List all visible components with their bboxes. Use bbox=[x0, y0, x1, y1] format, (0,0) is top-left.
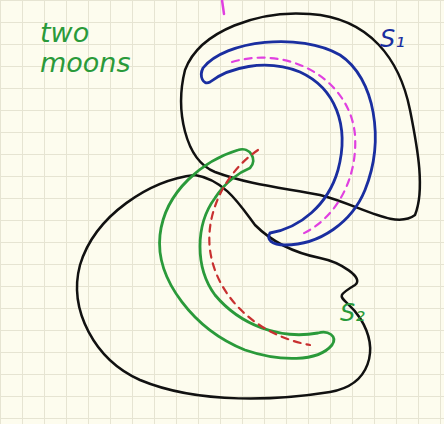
moon-outline bbox=[201, 42, 375, 245]
moon-center-curve bbox=[232, 58, 355, 235]
pen-mark bbox=[222, 0, 224, 14]
moon-outline bbox=[160, 149, 334, 358]
set-label: S₁ bbox=[380, 26, 430, 52]
set-label: S₂ bbox=[340, 300, 390, 326]
moon-center-curve bbox=[209, 150, 310, 345]
sketch-title: two moons bbox=[40, 18, 158, 77]
